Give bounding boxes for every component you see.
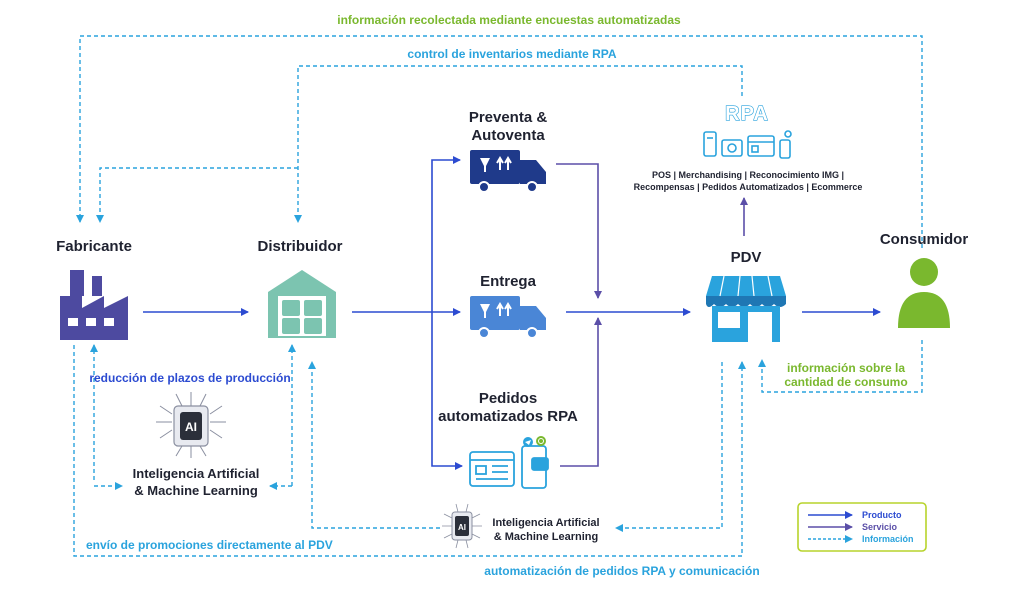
legend-servicio: Servicio — [862, 522, 898, 532]
label-automatizacion: automatización de pedidos RPA y comunica… — [484, 564, 759, 578]
node-label-pedidos-1: Pedidos — [479, 390, 537, 407]
ai-left-label-2: & Machine Learning — [134, 483, 258, 498]
node-label-distribuidor: Distribuidor — [258, 238, 343, 255]
ai-bottom-label-2: & Machine Learning — [494, 531, 599, 543]
telegram-icon — [523, 437, 533, 447]
info-flow-encuestas — [76, 35, 923, 248]
whatsapp-icon — [536, 436, 546, 446]
smartphone-icon — [521, 445, 549, 489]
rpa-title: RPA — [725, 103, 769, 125]
info-flow-inventarios-branch — [96, 167, 298, 223]
store-icon — [706, 275, 786, 342]
factory-icon — [60, 270, 128, 340]
service-flow-preventa — [556, 163, 602, 299]
ai-chip-small-text: AI — [458, 523, 466, 532]
rpa-store-icon — [747, 135, 775, 157]
truck-navy-icon — [470, 150, 546, 193]
info-flow-inventarios — [294, 65, 743, 223]
ai-chip-icon: AI — [156, 392, 226, 458]
legend: Producto Servicio Información — [797, 502, 927, 552]
rpa-phone-icon — [703, 131, 717, 157]
service-flows — [556, 163, 748, 467]
node-label-consumidor: Consumidor — [880, 231, 968, 248]
info-flow-envio — [73, 345, 746, 557]
rpa-camera-icon — [721, 139, 743, 157]
label-consumo-1: información sobre la — [787, 361, 905, 375]
product-flow-branch-preventa — [431, 156, 461, 312]
ai-left-label-1: Inteligencia Artificial — [133, 466, 260, 481]
ecommerce-browser-icon — [469, 451, 515, 487]
info-flow-consumo — [758, 340, 923, 393]
node-label-preventa-1: Preventa & — [469, 109, 548, 126]
node-label-entrega: Entrega — [480, 273, 537, 290]
node-label-preventa-2: Autoventa — [471, 127, 545, 144]
info-flows — [73, 35, 923, 557]
ai-chip-small-icon: AI — [442, 503, 482, 549]
ai-chip-text: AI — [185, 420, 197, 434]
label-inventarios: control de inventarios mediante RPA — [407, 47, 616, 61]
rpa-mobile-icon — [779, 130, 792, 159]
label-encuestas: información recolectada mediante encuest… — [337, 13, 681, 27]
info-flow-pdv-to-ai — [615, 362, 723, 532]
truck-blue-icon — [470, 296, 546, 339]
product-flows — [143, 156, 881, 470]
ai-bottom-label-1: Inteligencia Artificial — [492, 517, 599, 529]
consumer-icon — [898, 258, 950, 328]
label-reduccion: reducción de plazos de producción — [89, 371, 290, 385]
warehouse-icon — [268, 270, 336, 338]
rpa-features-1: POS | Merchandising | Reconocimiento IMG… — [652, 170, 844, 180]
info-flow-ai-bottom-to-dist — [308, 361, 440, 529]
product-flow-branch-pedidos — [431, 312, 463, 470]
service-flow-pedidos — [560, 317, 602, 467]
rpa-features-2: Recompensas | Pedidos Automatizados | Ec… — [634, 182, 863, 192]
label-envio: envío de promociones directamente al PDV — [86, 538, 333, 552]
node-label-fabricante: Fabricante — [56, 238, 132, 255]
node-label-pdv: PDV — [731, 249, 762, 266]
label-consumo-2: cantidad de consumo — [784, 375, 907, 389]
node-label-pedidos-2: automatizados RPA — [438, 408, 578, 425]
legend-producto: Producto — [862, 510, 902, 520]
legend-informacion: Información — [862, 534, 914, 544]
